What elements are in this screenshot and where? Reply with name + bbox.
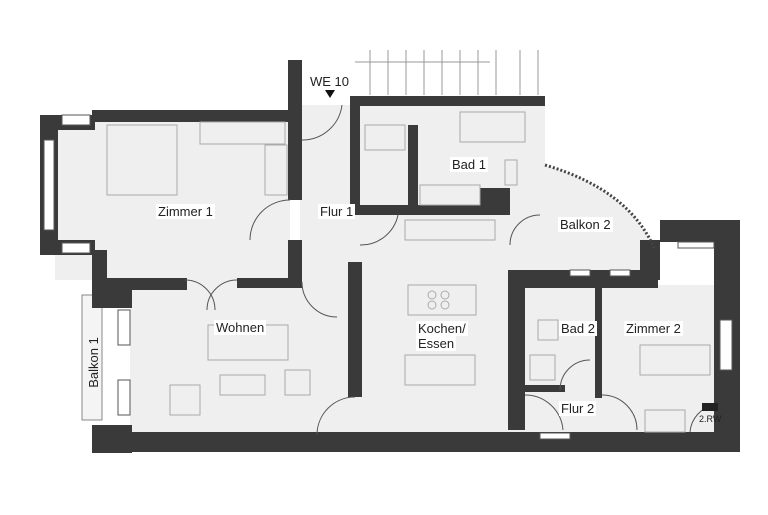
staircase xyxy=(355,50,539,95)
room-label-bad1: Bad 1 xyxy=(450,157,488,172)
entrance-arrow-icon xyxy=(325,90,335,98)
room-label-zimmer2: Zimmer 2 xyxy=(624,321,683,336)
escape-route-icon xyxy=(702,403,718,411)
room-label-balkon2: Balkon 2 xyxy=(558,217,613,232)
walls xyxy=(40,60,740,453)
room-label-bad2: Bad 2 xyxy=(559,321,597,336)
furniture xyxy=(106,111,711,433)
windows xyxy=(43,114,733,440)
room-label-zimmer1: Zimmer 1 xyxy=(156,204,215,219)
room-label-flur2: Flur 2 xyxy=(559,401,597,416)
room-label-balkon1: Balkon 1 xyxy=(85,337,101,388)
room-label-essen: Essen xyxy=(416,336,457,351)
entrance-label: WE 10 xyxy=(310,74,350,89)
doors xyxy=(184,104,715,436)
escape-route-label: 2.RW xyxy=(699,414,722,424)
room-label-wohnen: Wohnen xyxy=(214,320,267,335)
room-label-flur1: Flur 1 xyxy=(318,204,356,219)
room-label-kochen: Kochen/ xyxy=(416,321,468,336)
